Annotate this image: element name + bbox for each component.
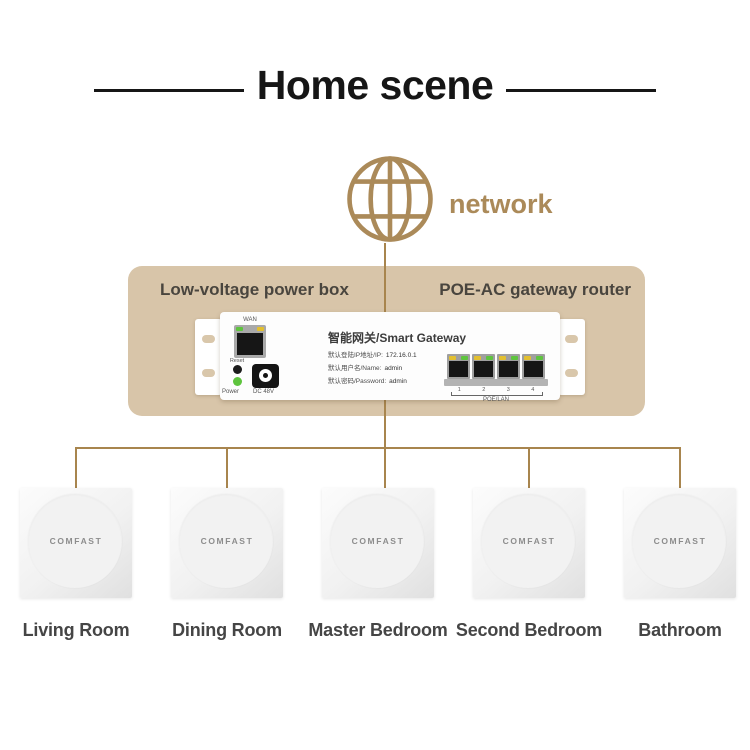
access-point-master-bedroom: COMFAST <box>322 488 434 598</box>
poe-ac-router-label: POE-AC gateway router <box>439 280 631 299</box>
ports-base-strip <box>444 379 548 386</box>
port-number: 2 <box>482 387 486 393</box>
mounting-hole <box>202 335 215 343</box>
mounting-hole <box>565 369 578 377</box>
ap-brand: COMFAST <box>200 536 254 546</box>
poe-lan-ports <box>447 354 545 379</box>
drop-line-bathroom <box>679 447 681 489</box>
device-password-line: 默认密码/Password:admin <box>328 375 407 385</box>
title-rule-right <box>506 89 656 92</box>
device-username-line: 默认用户名/Name:admin <box>328 362 402 372</box>
port-led-green <box>511 356 518 360</box>
reset-label: Reset <box>229 358 245 364</box>
ap-disc <box>481 494 575 588</box>
drop-line-second-bedroom <box>528 447 530 489</box>
ap-disc <box>179 494 273 588</box>
poe-lan-label: POE/LAN <box>482 397 509 403</box>
port-socket <box>524 361 543 377</box>
lan-port-3 <box>497 354 520 379</box>
access-point-dining-room: COMFAST <box>171 488 283 598</box>
room-label-second-bedroom: Second Bedroom <box>455 620 603 640</box>
title-rule-left <box>94 89 244 92</box>
distribution-bus-line <box>75 447 681 449</box>
port-numbers: 1 2 3 4 <box>447 387 545 393</box>
low-voltage-box-label: Low-voltage power box <box>160 280 349 299</box>
ports-bracket <box>451 392 543 396</box>
wan-led-yellow <box>257 327 264 331</box>
port-led-green <box>486 356 493 360</box>
reset-button <box>233 365 242 374</box>
device-name: 智能网关/Smart Gateway <box>328 331 467 345</box>
ap-brand: COMFAST <box>653 536 707 546</box>
lan-port-2 <box>472 354 495 379</box>
globe-icon <box>347 156 433 242</box>
lan-port-1 <box>447 354 470 379</box>
device-mounting-ear-left <box>195 319 222 395</box>
port-socket <box>449 361 468 377</box>
network-label: network <box>449 189 553 219</box>
room-label-dining-room: Dining Room <box>172 620 282 640</box>
dc-jack-pin <box>263 373 268 378</box>
port-led-yellow <box>499 356 506 360</box>
page-title: Home scene <box>256 62 494 108</box>
device-username-label: 默认用户名/Name: <box>328 365 382 372</box>
power-led <box>233 377 242 386</box>
access-point-bathroom: COMFAST <box>624 488 736 598</box>
device-mounting-ear-right <box>558 319 585 395</box>
smart-gateway-device: WAN Reset Power DC 48V 智能网关/Smart Gatewa… <box>220 312 560 403</box>
ap-disc <box>28 494 122 588</box>
lan-port-4 <box>522 354 545 379</box>
port-number: 1 <box>457 387 461 393</box>
port-number: 4 <box>531 387 535 393</box>
mounting-hole <box>565 335 578 343</box>
drop-line-living-room <box>75 447 77 489</box>
power-label: Power <box>222 389 240 395</box>
drop-line-dining-room <box>226 447 228 489</box>
ap-disc <box>632 494 726 588</box>
device-ip-line: 默认登陆IP地址/IP:172.16.0.1 <box>328 349 417 359</box>
room-label-master-bedroom: Master Bedroom <box>308 620 448 640</box>
wan-port-label: WAN <box>243 317 257 323</box>
dc-power-jack <box>252 364 279 388</box>
dc-voltage-label: DC 48V <box>253 389 275 395</box>
ap-brand: COMFAST <box>49 536 103 546</box>
ap-disc <box>330 494 424 588</box>
mounting-hole <box>202 369 215 377</box>
port-led-green <box>536 356 543 360</box>
device-password-label: 默认密码/Password: <box>328 378 387 385</box>
port-socket <box>474 361 493 377</box>
wan-port <box>234 325 266 358</box>
port-led-yellow <box>524 356 531 360</box>
device-ip-value: 172.16.0.1 <box>385 352 417 359</box>
port-led-yellow <box>474 356 481 360</box>
room-label-living-room: Living Room <box>22 620 130 640</box>
device-ip-label: 默认登陆IP地址/IP: <box>328 352 383 359</box>
device-username-value: admin <box>384 365 403 372</box>
access-point-living-room: COMFAST <box>20 488 132 598</box>
wan-led-green <box>236 327 243 331</box>
drop-line-master-bedroom <box>384 447 386 489</box>
ap-brand: COMFAST <box>351 536 405 546</box>
port-socket <box>499 361 518 377</box>
ap-brand: COMFAST <box>502 536 556 546</box>
port-led-yellow <box>449 356 456 360</box>
access-point-second-bedroom: COMFAST <box>473 488 585 598</box>
room-label-bathroom: Bathroom <box>638 620 722 640</box>
port-number: 3 <box>506 387 510 393</box>
wan-port-socket <box>237 333 263 355</box>
port-led-green <box>461 356 468 360</box>
device-password-value: admin <box>389 378 407 385</box>
